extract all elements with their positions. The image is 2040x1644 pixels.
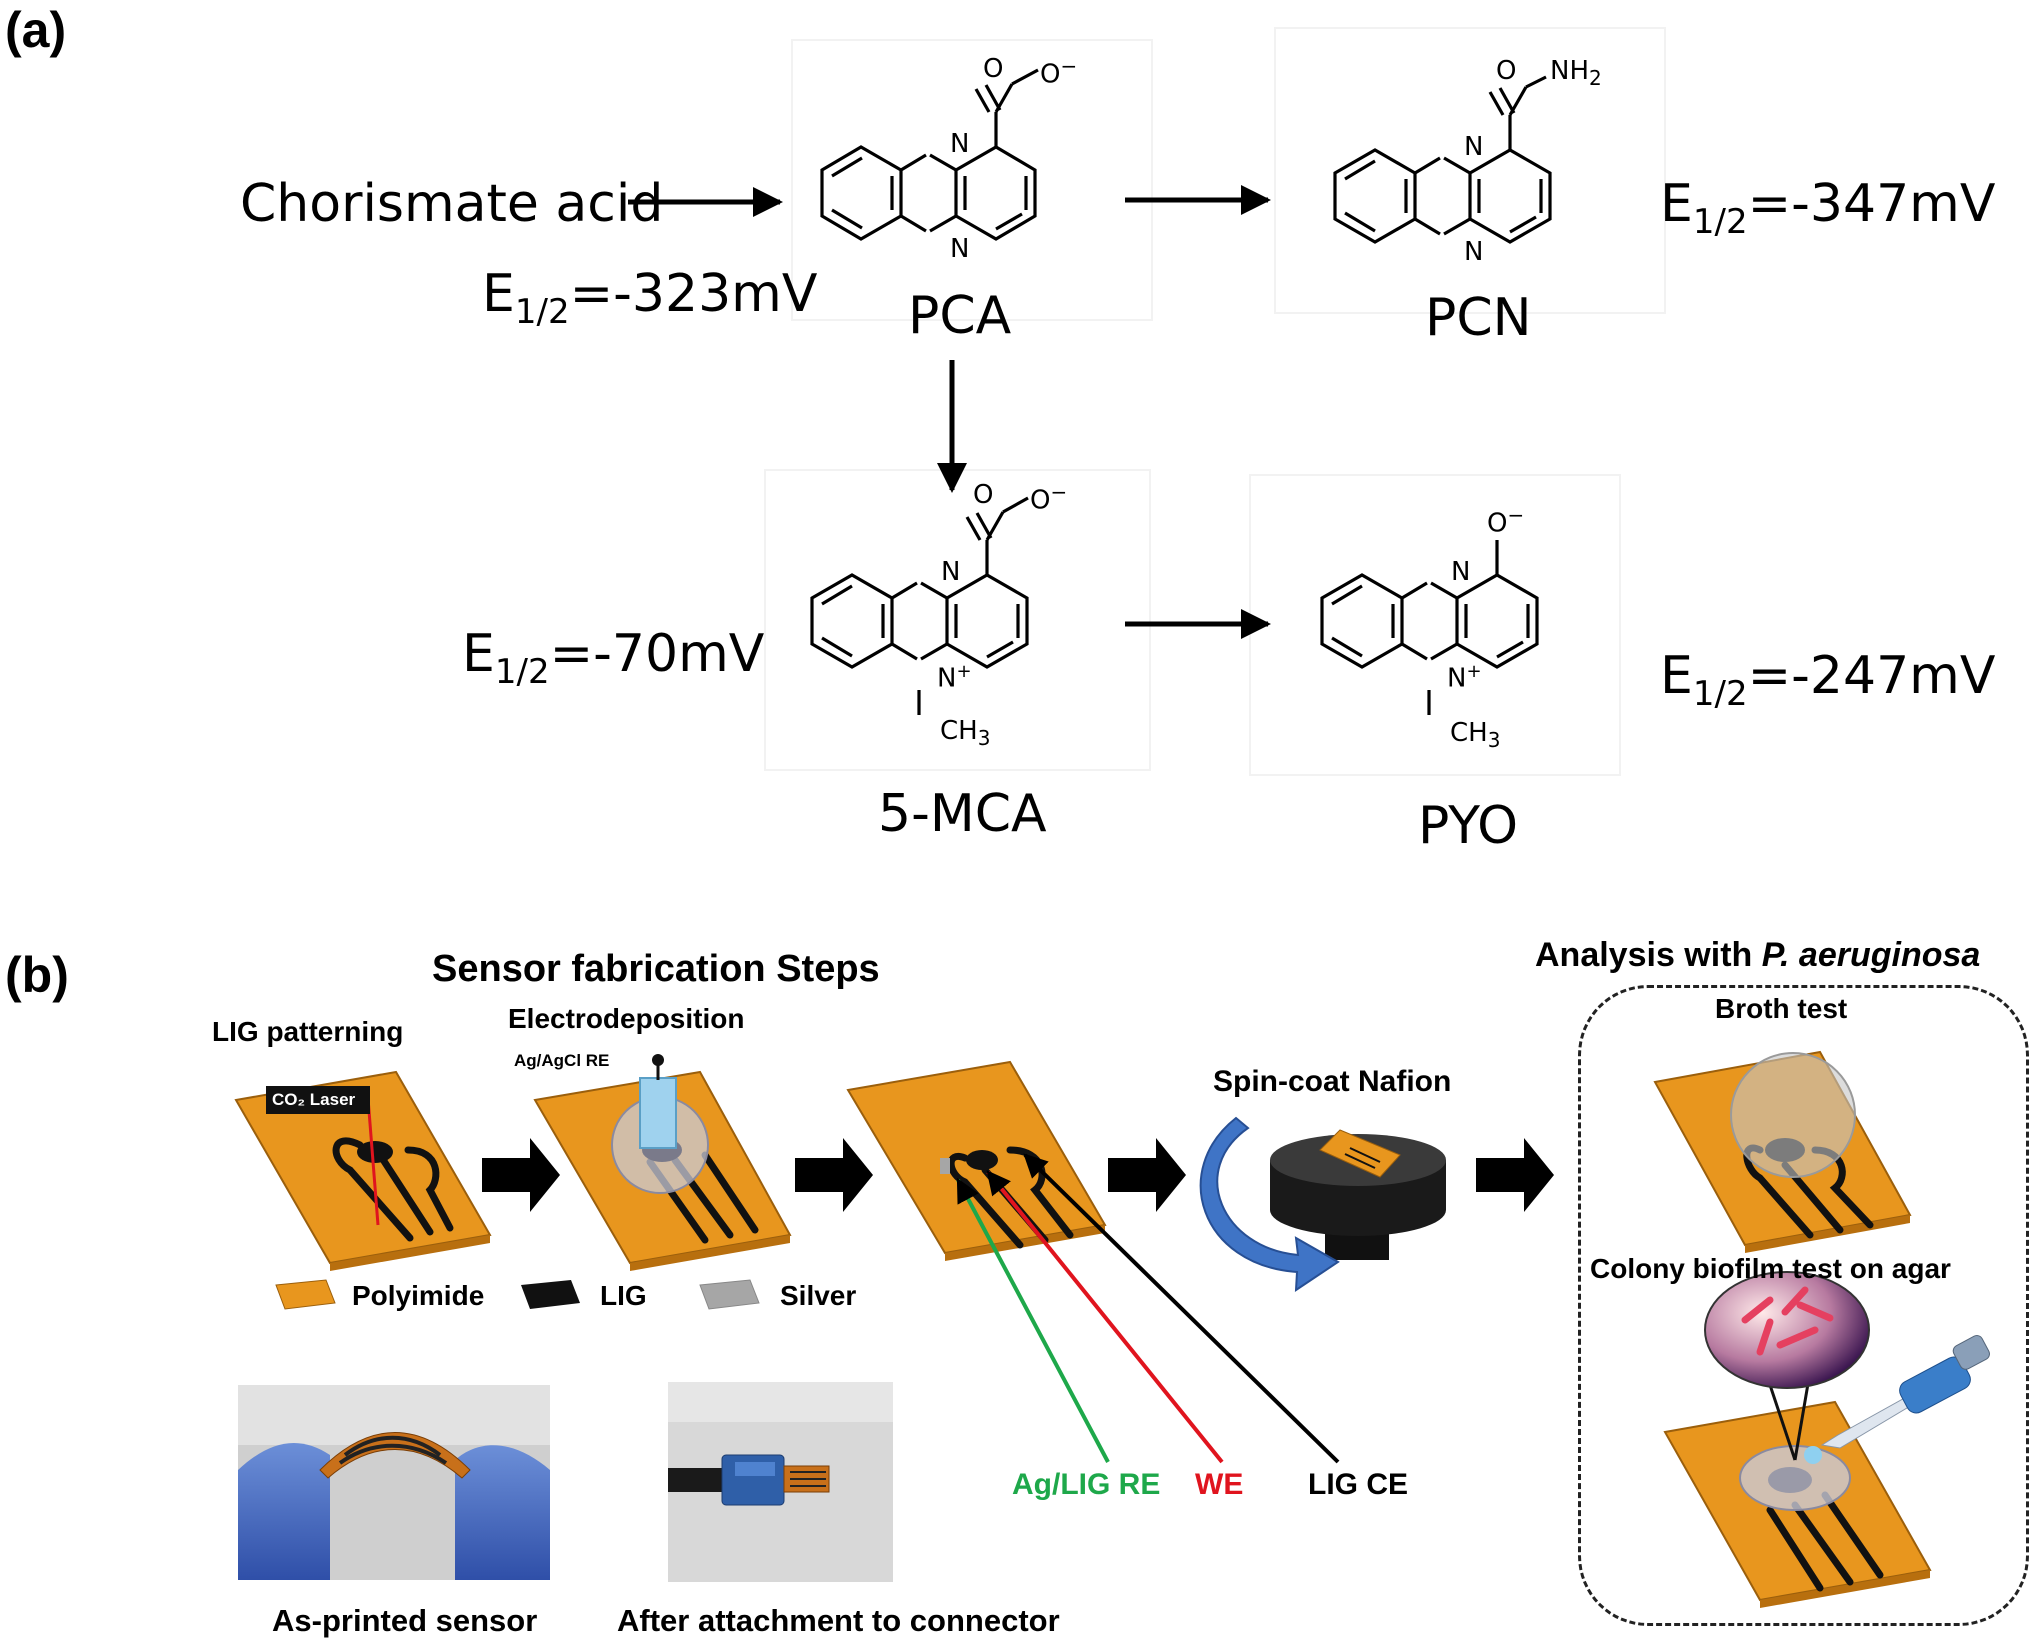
co2-laser-box (266, 1086, 370, 1114)
pyo-n-plus: N+ (1447, 661, 1482, 694)
analysis-title: Analysis with P. aeruginosa (1535, 936, 1981, 974)
board-lig-patterning (234, 1070, 492, 1271)
mca-n: N (941, 557, 961, 587)
mca-o-minus: O− (1030, 480, 1068, 516)
after-attachment-caption: After attachment to connector (617, 1603, 1060, 1638)
pyo-n: N (1451, 557, 1471, 587)
pcn-name: PCN (1425, 288, 1532, 348)
photo-as-printed (238, 1385, 550, 1580)
pcn-n-top: N (1464, 132, 1484, 162)
panel-a-label: (a) (5, 2, 67, 58)
pca-n-bottom: N (950, 234, 970, 264)
fabrication-title: Sensor fabrication Steps (432, 948, 880, 990)
ce-label: LIG CE (1308, 1468, 1409, 1501)
arrow-ce (1023, 1153, 1340, 1464)
panel-b-label: (b) (5, 947, 69, 1003)
bacteria-bubble (1704, 1271, 1870, 1389)
pcn-n-bottom: N (1464, 237, 1484, 267)
ag-agcl-electrode (639, 1077, 677, 1149)
mca-n-plus: N+ (937, 661, 972, 694)
pca-o: O (983, 54, 1004, 84)
colony-test-label: Colony biofilm test on agar (1590, 1253, 1951, 1284)
rotation-arrow (1199, 1116, 1340, 1292)
legend-polyimide-swatch (275, 1279, 336, 1310)
laser-beam (366, 1097, 380, 1226)
spin-coater (1199, 1116, 1446, 1292)
re-label: Ag/LIG RE (1012, 1468, 1161, 1501)
structure-frames (764, 27, 1666, 776)
we-label: WE (1195, 1468, 1244, 1501)
pca-potential: E1/2=-323mV (482, 264, 818, 332)
legend-polyimide: Polyimide (352, 1280, 485, 1311)
pyo-potential: E1/2=-247mV (1660, 646, 1996, 714)
ag-agcl-re-label: Ag/AgCl RE (514, 1051, 610, 1070)
arrow-re (956, 1177, 1110, 1463)
pca-n-top: N (950, 129, 970, 159)
legend-swatches (275, 1279, 760, 1310)
process-arrows (482, 1138, 1554, 1212)
pcn-o: O (1496, 56, 1517, 86)
pca-structure (820, 68, 1039, 241)
mca-o: O (973, 480, 994, 510)
5mca-structure (810, 496, 1029, 715)
as-printed-caption: As-printed sensor (272, 1603, 538, 1638)
mca-name: 5-MCA (878, 784, 1047, 844)
spin-coat-label: Spin-coat Nafion (1213, 1065, 1452, 1098)
pcn-structure (1333, 75, 1552, 244)
board-electrodeposition (533, 1054, 792, 1271)
pcn-potential: E1/2=-347mV (1660, 174, 1996, 242)
pyo-ch3: CH3 (1450, 718, 1501, 753)
electrodeposition-label: Electrodeposition (508, 1003, 745, 1034)
mca-potential: E1/2=-70mV (462, 624, 765, 692)
mca-ch3: CH3 (940, 716, 991, 751)
broth-test-label: Broth test (1715, 993, 1848, 1024)
pcn-nh2: NH2 (1550, 56, 1602, 91)
legend-silver: Silver (780, 1280, 857, 1311)
lig-patterning-label: LIG patterning (212, 1016, 404, 1047)
legend-lig-swatch (521, 1280, 580, 1309)
pyo-o-minus: O− (1487, 503, 1525, 539)
arrow-we (986, 1170, 1224, 1464)
pipette (1820, 1335, 1990, 1449)
broth-board (1653, 1050, 1912, 1253)
agar-board (1663, 1271, 1990, 1608)
board-electrodes (846, 1060, 1340, 1464)
reaction-arrows (628, 185, 1271, 639)
chorismate-label: Chorismate acid (240, 174, 664, 234)
legend-lig: LIG (600, 1280, 647, 1311)
pca-o-minus: O− (1040, 54, 1078, 90)
pyo-name: PYO (1418, 796, 1519, 856)
legend-silver-swatch (699, 1279, 760, 1310)
analysis-box (1578, 985, 2029, 1626)
co2-laser-label: CO₂ Laser (272, 1090, 356, 1109)
photo-after-attachment (668, 1382, 893, 1582)
pyo-structure (1320, 540, 1539, 715)
pca-name: PCA (908, 286, 1012, 346)
